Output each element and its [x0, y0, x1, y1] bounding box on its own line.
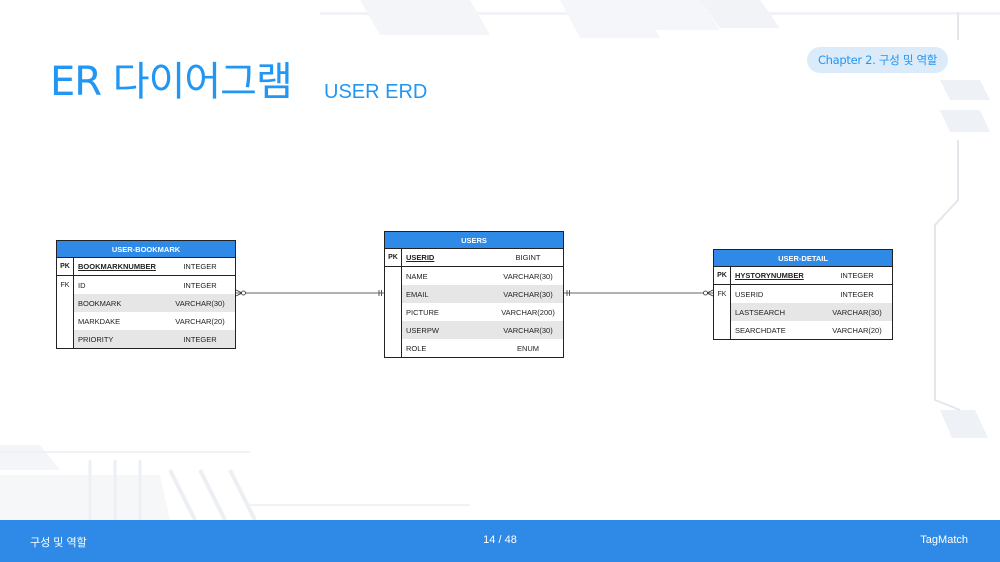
- column-type: VARCHAR(30): [165, 294, 235, 312]
- column-name: SEARCHDATE: [735, 325, 786, 335]
- table-row: BOOKMARK VARCHAR(30): [57, 294, 235, 312]
- table-row: FK ID INTEGER: [57, 276, 235, 294]
- key-label: [57, 330, 74, 348]
- table-row: PK HYSTORYNUMBER INTEGER: [714, 267, 892, 285]
- column-name: HYSTORYNUMBER: [735, 271, 804, 280]
- column-type: INTEGER: [840, 271, 874, 280]
- table-users: USERS PK USERID BIGINT NAME VARCHAR(30) …: [384, 231, 564, 358]
- table-header: USER-BOOKMARK: [57, 241, 235, 258]
- table-row: PICTURE VARCHAR(200): [385, 303, 563, 321]
- table-row: PK USERID BIGINT: [385, 249, 563, 267]
- key-label: [385, 321, 402, 339]
- table-row: PRIORITY INTEGER: [57, 330, 235, 348]
- column-name: USERID: [735, 289, 764, 299]
- key-label: FK: [57, 276, 74, 294]
- table-row: FK USERID INTEGER: [714, 285, 892, 303]
- table-user-bookmark: USER-BOOKMARK PK BOOKMARKNUMBER INTEGER …: [56, 240, 236, 349]
- relationship-users-detail: [564, 289, 714, 297]
- column-name: LASTSEARCH: [731, 303, 822, 321]
- column-type: VARCHAR(30): [493, 321, 563, 339]
- column-type: VARCHAR(30): [503, 271, 553, 281]
- relationship-bookmark-users: [235, 289, 385, 297]
- table-row: USERPW VARCHAR(30): [385, 321, 563, 339]
- key-label: PK: [714, 267, 731, 284]
- table-header: USERS: [385, 232, 563, 249]
- key-label: PK: [385, 249, 402, 266]
- column-name: ROLE: [406, 343, 427, 353]
- column-name: EMAIL: [402, 285, 493, 303]
- table-row: NAME VARCHAR(30): [385, 267, 563, 285]
- chapter-badge: Chapter 2. 구성 및 역할: [807, 47, 948, 73]
- key-label: [57, 294, 74, 312]
- column-type: VARCHAR(20): [832, 325, 882, 335]
- table-row: MARKDAKE VARCHAR(20): [57, 312, 235, 330]
- key-label: [385, 339, 402, 357]
- key-label: [385, 285, 402, 303]
- key-label: [385, 303, 402, 321]
- footer-section: 구성 및 역할: [30, 537, 87, 549]
- column-name: PICTURE: [406, 307, 439, 317]
- table-row: EMAIL VARCHAR(30): [385, 285, 563, 303]
- page-title: ER 다이어그램: [50, 59, 293, 105]
- column-name: BOOKMARK: [74, 294, 165, 312]
- column-type: VARCHAR(20): [175, 316, 225, 326]
- table-row: PK BOOKMARKNUMBER INTEGER: [57, 258, 235, 276]
- key-label: [57, 312, 74, 330]
- column-name: ID: [78, 280, 86, 290]
- key-label: [714, 303, 731, 321]
- column-name: NAME: [406, 271, 428, 281]
- column-type: INTEGER: [165, 330, 235, 348]
- key-label: PK: [57, 258, 74, 275]
- table-row: ROLE ENUM: [385, 339, 563, 357]
- column-name: USERID: [406, 253, 435, 262]
- column-type: INTEGER: [840, 289, 874, 299]
- footer-brand: TagMatch: [920, 534, 968, 546]
- key-label: FK: [714, 285, 731, 303]
- key-label: [714, 321, 731, 339]
- table-header: USER-DETAIL: [714, 250, 892, 267]
- column-type: INTEGER: [183, 262, 217, 271]
- page-subtitle: USER ERD: [324, 81, 428, 103]
- column-name: PRIORITY: [74, 330, 165, 348]
- column-name: MARKDAKE: [78, 316, 121, 326]
- table-row: SEARCHDATE VARCHAR(20): [714, 321, 892, 339]
- footer-bar: 구성 및 역할 14 / 48 TagMatch: [0, 520, 1000, 562]
- column-name: USERPW: [402, 321, 493, 339]
- key-label: [385, 267, 402, 285]
- column-name: BOOKMARKNUMBER: [78, 262, 156, 271]
- page-number: 14 / 48: [483, 534, 517, 546]
- column-type: VARCHAR(30): [493, 285, 563, 303]
- table-user-detail: USER-DETAIL PK HYSTORYNUMBER INTEGER FK …: [713, 249, 893, 340]
- column-type: ENUM: [516, 343, 540, 353]
- column-type: VARCHAR(30): [822, 303, 892, 321]
- table-row: LASTSEARCH VARCHAR(30): [714, 303, 892, 321]
- column-type: BIGINT: [515, 253, 541, 262]
- column-type: VARCHAR(200): [501, 307, 555, 317]
- column-type: INTEGER: [183, 280, 217, 290]
